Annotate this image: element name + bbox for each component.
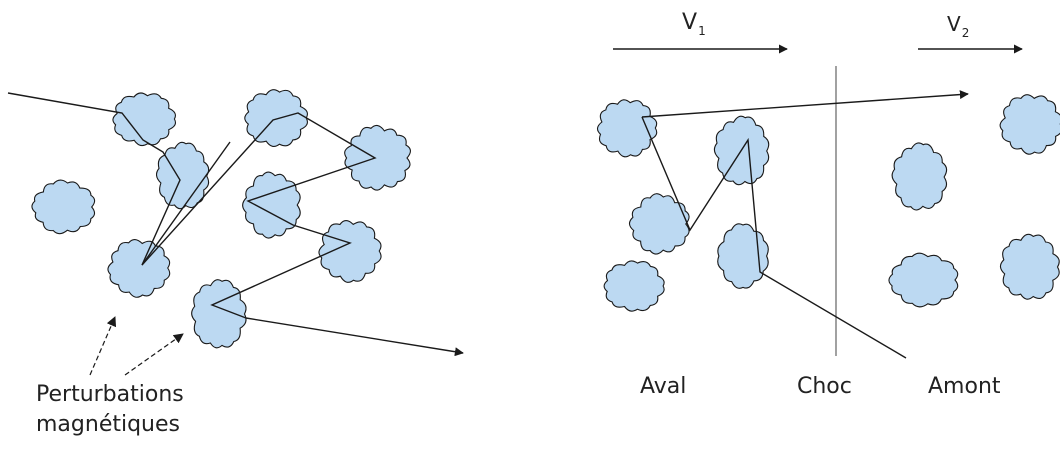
v1-letter: V xyxy=(682,10,698,35)
left-cloud-3 xyxy=(31,179,96,235)
v1-subscript: 1 xyxy=(698,24,706,38)
pointer-arrow-2 xyxy=(124,333,184,376)
left-trajectory-path xyxy=(7,92,377,319)
left-trajectory-exit-arrow xyxy=(245,317,464,357)
right-cloud-8 xyxy=(999,94,1060,155)
right-trajectory-exit-arrow xyxy=(641,90,969,118)
pointer-arrow-1 xyxy=(89,316,117,376)
left-cloud-6 xyxy=(344,124,411,191)
left-trajectory-cross-segment xyxy=(141,141,231,266)
left-cloud-5 xyxy=(244,89,308,147)
aval-label: Aval xyxy=(640,374,687,399)
right-cloud-9 xyxy=(999,233,1060,300)
right-cloud-4 xyxy=(717,223,769,289)
v2-letter: V xyxy=(947,12,961,36)
left-cloud-4 xyxy=(107,239,171,298)
choc-label: Choc xyxy=(797,374,852,399)
right-cloud-7 xyxy=(888,252,959,308)
right-cloud-5 xyxy=(603,260,665,312)
perturbations-label-line2: magnétiques xyxy=(36,412,180,437)
left-cloud-8 xyxy=(318,220,382,283)
v2-subscript: 2 xyxy=(961,26,970,40)
left-particle-trajectory xyxy=(7,92,464,357)
right-trajectory-path xyxy=(641,116,907,359)
v1-label: V1 xyxy=(682,10,706,38)
right-cloud-6 xyxy=(891,142,948,211)
left-cloud-7 xyxy=(242,171,301,239)
perturbation-pointer-arrows xyxy=(89,316,184,376)
perturbations-label: Perturbations magnétiques xyxy=(36,380,184,440)
right-magnetic-perturbation-clouds xyxy=(597,94,1060,312)
right-cloud-1 xyxy=(597,99,658,158)
v2-label: V2 xyxy=(947,12,969,40)
perturbations-label-line1: Perturbations xyxy=(36,382,184,407)
left-cloud-1 xyxy=(112,92,177,147)
left-cloud-2 xyxy=(155,141,210,210)
right-cloud-3 xyxy=(628,193,690,255)
amont-label: Amont xyxy=(928,374,1001,399)
left-cloud-9 xyxy=(191,279,247,349)
right-particle-trajectory xyxy=(641,90,969,359)
